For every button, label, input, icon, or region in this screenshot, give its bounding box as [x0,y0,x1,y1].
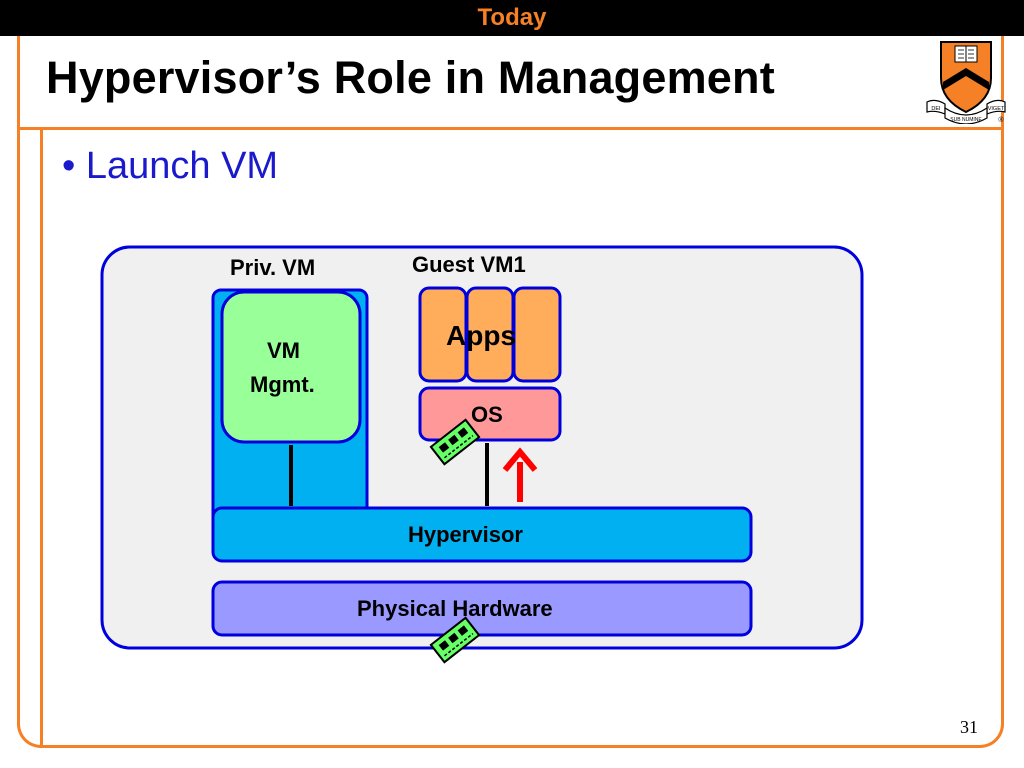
up-arrow-icon [502,447,538,502]
slide-frame [17,36,1004,748]
hypervisor-bar [211,506,753,563]
svg-text:®: ® [998,116,1004,124]
today-label: Today [477,4,547,31]
princeton-shield-icon: DEI SUB NUMINE VIGET ® [926,41,1006,124]
svg-text:DEI: DEI [931,106,941,112]
memory-chip-icon [429,616,481,664]
priv-vm-label: Priv. VM [230,255,316,280]
hypervisor-label: Hypervisor [408,522,523,547]
vm-mgmt-label-line1: VM [267,338,300,363]
hardware-bar [211,580,753,637]
svg-text:SUB NUMINE: SUB NUMINE [950,117,982,123]
title-divider [17,127,1004,130]
apps-label: Apps [446,320,516,351]
hardware-label: Physical Hardware [357,596,553,621]
guest-vm-label: Guest VM1 [412,252,526,277]
top-banner: Today [0,0,1024,36]
app-block-3 [512,286,562,383]
svg-text:VIGET: VIGET [988,106,1005,112]
vm-mgmt-box [220,290,362,444]
left-accent-line [40,130,43,748]
slide-number: 31 [960,717,978,737]
bullet-launch-vm: • Launch VM [62,145,279,187]
vm-mgmt-label-line2: Mgmt. [250,372,315,397]
os-label: OS [471,402,503,427]
slide-title: Hypervisor’s Role in Management [46,52,775,103]
memory-chip-icon [429,418,481,466]
